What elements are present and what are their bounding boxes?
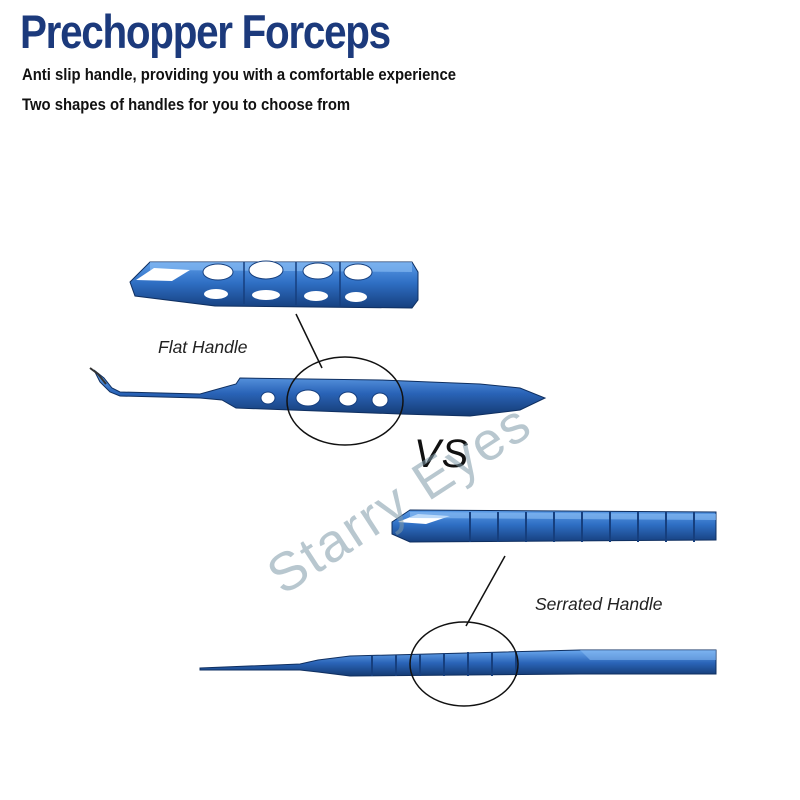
serrated-handle-forceps-image (199, 649, 717, 677)
flat-handle-forceps-image (89, 367, 547, 417)
flat-handle-label: Flat Handle (158, 337, 248, 357)
serrated-handle-closeup (391, 509, 717, 543)
flat-magnifier-circle (286, 356, 404, 446)
page-title: Prechopper Forceps (20, 5, 391, 58)
serrated-pointer-line (465, 555, 506, 627)
feature-line-2: Two shapes of handles for you to choose … (22, 96, 351, 114)
flat-pointer-line (295, 313, 323, 369)
feature-line-1: Anti slip handle, providing you with a c… (22, 66, 457, 84)
vs-text: VS (414, 432, 470, 476)
flat-handle-closeup (129, 260, 419, 309)
serrated-handle-label: Serrated Handle (535, 594, 663, 614)
serrated-magnifier-circle (409, 621, 519, 707)
